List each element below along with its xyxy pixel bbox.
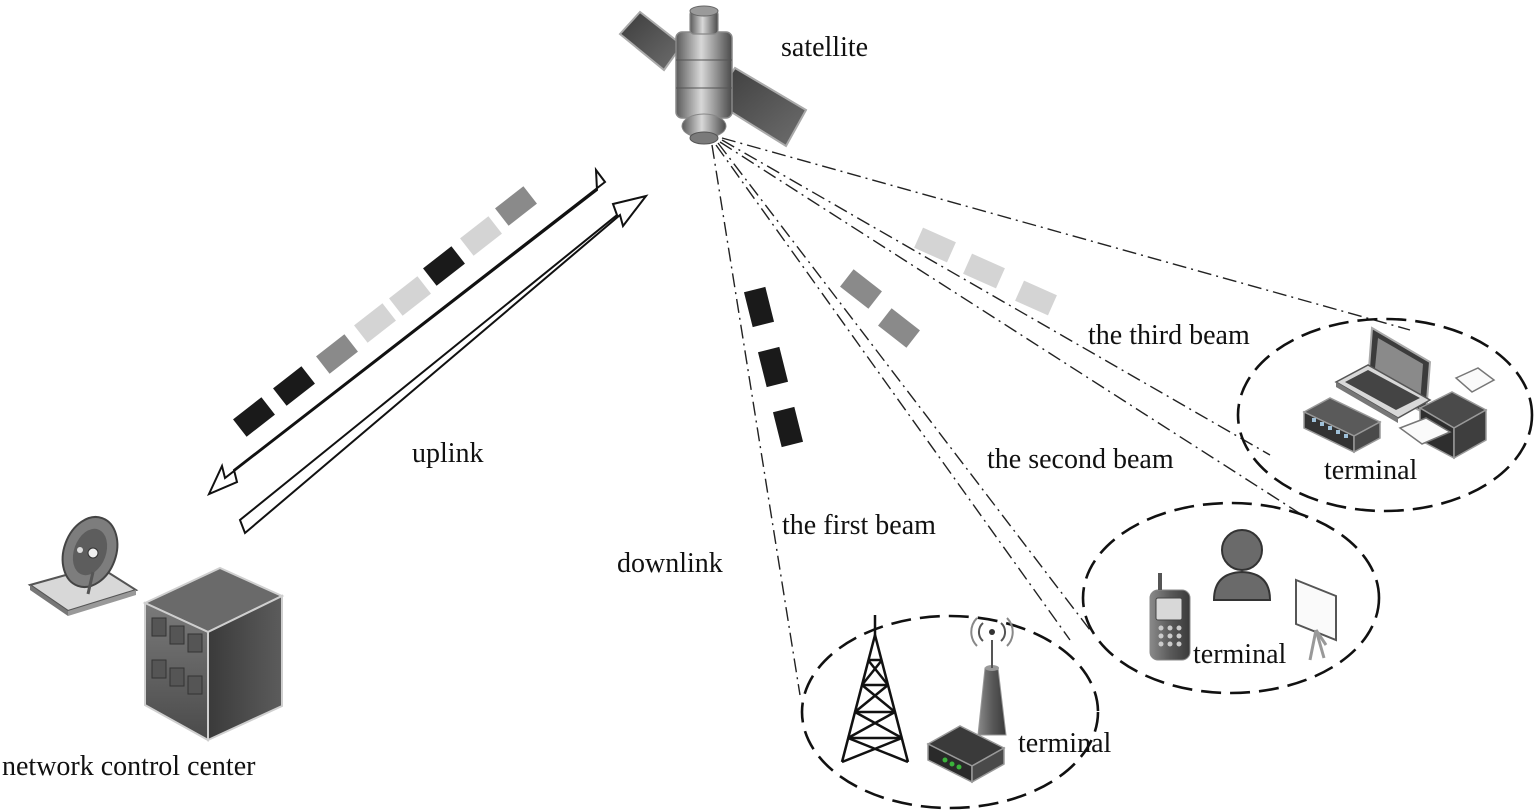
link-arrows xyxy=(206,166,649,535)
packet xyxy=(840,269,882,309)
terminal-label-first: terminal xyxy=(1018,728,1112,759)
packet xyxy=(743,286,775,328)
satellite-icon xyxy=(618,5,808,148)
projector-screen-icon xyxy=(1295,578,1337,661)
second-beam-right-edge xyxy=(719,141,1311,521)
packet xyxy=(878,308,920,348)
terminal-label-second: terminal xyxy=(1193,639,1287,670)
network-control-center-label: network control center xyxy=(2,751,256,782)
uplink-label: uplink xyxy=(412,438,484,469)
printer-icon xyxy=(1398,367,1496,460)
packet xyxy=(389,276,431,316)
solar-panel-left xyxy=(618,10,684,72)
packet xyxy=(495,186,537,226)
packet xyxy=(1015,280,1057,316)
packet xyxy=(963,253,1005,289)
first-beam-packets xyxy=(743,286,804,448)
packet xyxy=(316,334,358,374)
second-beam-cell xyxy=(1081,501,1381,695)
lattice-tower-icon xyxy=(840,615,910,764)
third-beam-left-edge xyxy=(721,139,1271,456)
packet xyxy=(273,366,315,406)
packet xyxy=(354,303,396,343)
packet xyxy=(460,216,502,256)
first-beam-cell xyxy=(800,614,1100,810)
router-icon xyxy=(926,725,1006,784)
wireless-antenna-icon xyxy=(970,617,1014,736)
dish-antenna-icon xyxy=(27,516,139,616)
mobile-phone-icon xyxy=(1149,573,1191,661)
first-beam-label: the first beam xyxy=(782,510,936,541)
packet xyxy=(757,346,789,388)
second-beam-label: the second beam xyxy=(987,444,1174,475)
laptop-icon xyxy=(1334,326,1432,423)
network-switch-icon xyxy=(1302,397,1382,454)
packet xyxy=(423,246,465,286)
packet xyxy=(914,227,956,263)
downlink-arrow xyxy=(206,166,607,496)
second-beam-left-edge xyxy=(717,142,1091,631)
satellite-label: satellite xyxy=(781,32,868,63)
third-beam-right-edge xyxy=(721,137,1411,331)
downlink-label: downlink xyxy=(617,548,723,579)
terminal-label-third: terminal xyxy=(1324,455,1418,486)
second-beam-packets xyxy=(840,269,920,348)
third-beam-label: the third beam xyxy=(1088,320,1250,351)
beam-lines xyxy=(711,137,1411,696)
satellite-body xyxy=(675,31,733,119)
building-icon xyxy=(142,566,285,742)
packet xyxy=(233,397,275,437)
third-beam-cell xyxy=(1236,317,1534,513)
uplink-arrow xyxy=(238,194,649,535)
first-beam-right-edge xyxy=(715,144,1071,641)
packet xyxy=(772,406,804,448)
uplink-packets xyxy=(233,186,537,437)
third-beam-packets xyxy=(914,227,1057,316)
person-icon xyxy=(1212,529,1272,601)
